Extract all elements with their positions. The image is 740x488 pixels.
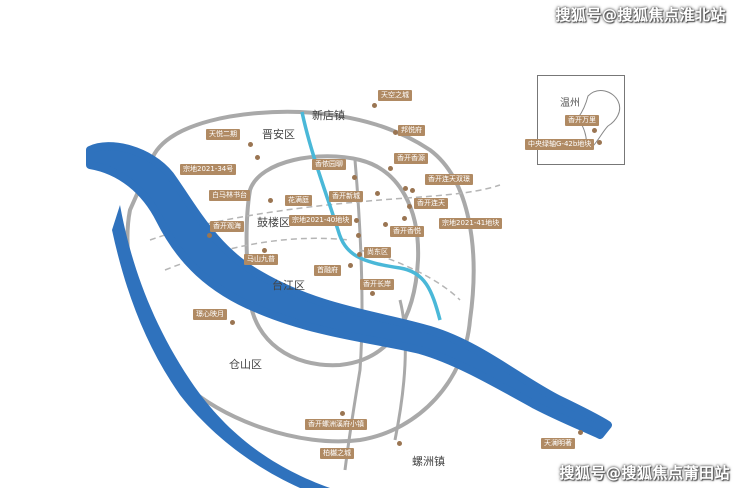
watermark-bottom: 搜狐号@搜狐焦点莆田站 [559, 464, 730, 482]
pin-jingxinyingyue [230, 320, 235, 325]
pin-shourong [348, 263, 353, 268]
place-xiangkaixiangyuan: 香开香源 [394, 153, 428, 164]
district-jinan: 晋安区 [262, 128, 295, 141]
place-xiangkaiguanhai: 香开观海 [210, 221, 244, 232]
place-xiangkaichangfeng: 香开长岸 [360, 279, 394, 290]
district-cangshan: 仓山区 [229, 358, 262, 371]
place-shourong: 首融府 [314, 265, 341, 276]
pin-tiankong [372, 103, 377, 108]
pin-xiangkailiantian [407, 204, 412, 209]
river [86, 142, 612, 439]
place-tianyue: 天悦二期 [206, 129, 240, 140]
place-tiankong: 天空之城 [378, 90, 412, 101]
place-huaxiguang: 花满庭 [285, 195, 312, 206]
wenzhou-inset-map: 温州 [537, 75, 625, 165]
pin-mid-1 [356, 233, 361, 238]
place-lianxiangtian: 香开连天双璟 [425, 174, 473, 185]
pin-xiangkaixiangyue [383, 222, 388, 227]
place-xiangkaixiangyue: 香开香悦 [390, 226, 424, 237]
place-zongdi40: 宗地2021-40地块 [289, 215, 353, 226]
pin-xiangkaixiangyuan [388, 166, 393, 171]
pin-zongdi40 [354, 218, 359, 223]
place-xiangkaiqinshan: 香开新城 [329, 191, 363, 202]
district-xindian: 新店镇 [312, 109, 345, 122]
pin-bailinshu [268, 198, 273, 203]
district-luozhou: 螺洲镇 [412, 455, 445, 468]
pin-xiangkaiqinshan [375, 191, 380, 196]
pin-zongdi34 [255, 155, 260, 160]
pin-xiangliyuan [352, 175, 357, 180]
place-tianlanming: 天澜明著 [541, 438, 575, 449]
pin-inset-b [597, 140, 602, 145]
pin-bangyuefu [393, 130, 398, 135]
place-zongdi41: 宗地2021-41地块 [439, 218, 503, 229]
pin-baiyuzhicheng [397, 441, 402, 446]
inset-city-label: 温州 [560, 98, 580, 109]
place-zongdi34: 宗地2021-34号 [180, 164, 237, 175]
place-inset-b: 中央绿轴G-42b地块 [525, 139, 595, 150]
place-xiangkailiantian: 香开连天 [414, 198, 448, 209]
pin-luozhouchuanfu [340, 411, 345, 416]
pin-xiangkaiguanhai [207, 233, 212, 238]
place-shangdong: 尚东区 [364, 247, 391, 258]
place-luozhouchuanfu: 香开螺洲溪府小镇 [305, 419, 367, 430]
pin-lianxiangtian-2 [410, 188, 415, 193]
place-jingxinyingyue: 璟心映月 [193, 309, 227, 320]
place-inset-a: 香开万里 [565, 115, 599, 126]
district-taijiang: 台江区 [272, 279, 305, 292]
east-road [393, 299, 407, 441]
pin-zongdi41 [402, 216, 407, 221]
pin-tianlanming [578, 430, 583, 435]
pin-shangdong [357, 252, 362, 257]
pin-tianyue [248, 142, 253, 147]
pin-xiangkaichangfeng [370, 291, 375, 296]
watermark-top: 搜狐号@搜狐焦点淮北站 [555, 6, 726, 24]
river-south [112, 205, 330, 488]
pin-mashan [262, 248, 267, 253]
pin-lianxiangtian [403, 186, 408, 191]
pin-inset-a [592, 128, 597, 133]
place-baiyuzhicheng: 柏樾之城 [320, 448, 354, 459]
place-mashan: 马山九普 [244, 254, 278, 265]
place-bangyuefu: 邦悦府 [398, 125, 425, 136]
rail-line-2 [164, 237, 351, 271]
district-gulou: 鼓楼区 [257, 216, 290, 229]
place-xiangliyuan: 香侬园聊 [312, 159, 346, 170]
place-bailinshu: 白马林书台 [209, 190, 250, 201]
